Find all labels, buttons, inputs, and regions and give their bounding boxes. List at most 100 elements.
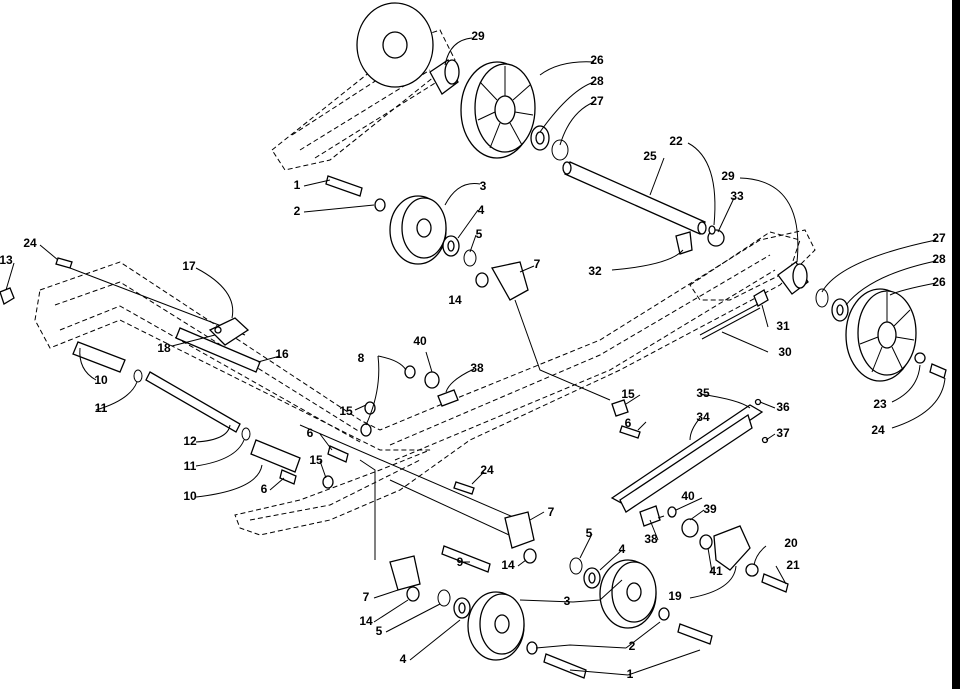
callout-38: 38: [644, 532, 658, 546]
axle-25: [562, 161, 707, 235]
main-slide-rail: [34, 229, 816, 536]
callout-4: 4: [478, 203, 485, 217]
arm-upper: [514, 299, 611, 401]
washer-11-bottom: [241, 427, 251, 441]
bolt-1-mid: [677, 623, 713, 645]
washer-11-top: [133, 369, 143, 383]
upper-left-idler-wheel: [356, 2, 434, 88]
callout-5: 5: [476, 227, 483, 241]
callout-30: 30: [778, 345, 792, 359]
callout-3: 3: [480, 179, 487, 193]
callout-23: 23: [873, 397, 887, 411]
leader-lines: [5, 37, 946, 676]
callout-1: 1: [294, 178, 301, 192]
bolt-6-mid: [327, 445, 349, 463]
snap-ring-27-top: [551, 139, 569, 161]
ring-5-mid: [569, 557, 583, 575]
callout-22: 22: [669, 134, 683, 148]
nut-14-mid: [523, 548, 537, 564]
nut-8-b: [404, 365, 416, 379]
nut-15-mid: [322, 475, 334, 489]
callout-6: 6: [625, 416, 632, 430]
bolt-30: [699, 303, 761, 340]
callout-18: 18: [157, 341, 171, 355]
callout-38: 38: [470, 361, 484, 375]
washer-23: [914, 352, 926, 364]
callout-34: 34: [696, 410, 710, 424]
callout-10: 10: [94, 373, 108, 387]
callout-2: 2: [629, 639, 636, 653]
nut-15-left: [364, 401, 376, 415]
ring-5-top: [463, 249, 477, 267]
callout-7: 7: [363, 590, 370, 604]
washer-20: [745, 563, 759, 577]
callout-labels: 1122334445556667778910101111121314141415…: [0, 29, 946, 681]
bolt-24-right: [929, 363, 947, 379]
callout-14: 14: [359, 614, 373, 628]
sleeve-10-top: [72, 341, 126, 373]
callout-39: 39: [703, 502, 717, 516]
callout-33: 33: [730, 189, 744, 203]
nut-15-right: [611, 399, 629, 417]
bracket-32: [675, 231, 693, 255]
wheel-3-top: [389, 195, 447, 265]
bolt-24-mid: [453, 481, 475, 495]
grease-fitting-18: [214, 326, 222, 334]
callout-15: 15: [339, 404, 353, 418]
washer-2-top: [374, 198, 386, 212]
bolt-31: [753, 289, 769, 307]
callout-11: 11: [95, 401, 108, 415]
callout-9: 9: [457, 555, 464, 569]
bolt-6-right: [619, 425, 641, 439]
washer-40-top: [424, 371, 440, 389]
callout-27: 27: [590, 94, 604, 108]
callout-5: 5: [586, 526, 593, 540]
callout-5: 5: [376, 624, 383, 638]
callout-28: 28: [932, 252, 946, 266]
spacer-29-right: [777, 261, 809, 295]
pivot-arm-17: [175, 317, 261, 373]
pad-38-top: [437, 389, 459, 407]
bracket-7-mid: [504, 511, 535, 549]
callout-7: 7: [534, 257, 541, 271]
bearing-28-right: [831, 298, 849, 322]
callout-11: 11: [184, 459, 197, 473]
washer-2-lower: [526, 641, 538, 655]
bolt-24-left: [55, 257, 73, 269]
callout-14: 14: [448, 293, 462, 307]
bracket-7-upper: [491, 261, 529, 301]
washer-40-bottom: [667, 506, 677, 518]
bolt-1-top: [325, 175, 363, 197]
nut-8-a: [360, 423, 372, 437]
bolt-21: [761, 573, 789, 593]
callout-13: 13: [0, 253, 13, 267]
pin-36: [754, 398, 762, 406]
callout-17: 17: [182, 259, 196, 273]
callout-10: 10: [183, 489, 197, 503]
callout-6: 6: [261, 482, 268, 496]
washer-22: [708, 225, 716, 235]
rod-line-a: [299, 424, 521, 521]
bearing-28-top: [530, 125, 550, 151]
pad-38-bottom: [639, 505, 661, 527]
callout-12: 12: [183, 434, 197, 448]
callout-40: 40: [413, 334, 427, 348]
wheel-3-lower: [467, 591, 525, 661]
bearing-4-lower: [453, 597, 471, 619]
callout-40: 40: [681, 489, 695, 503]
callout-19: 19: [668, 589, 682, 603]
wheel-3-mid: [599, 559, 657, 629]
axle-12: [145, 371, 241, 433]
callout-24: 24: [480, 463, 494, 477]
callout-1: 1: [627, 667, 634, 681]
callout-35: 35: [696, 386, 710, 400]
spacer-29-left: [429, 59, 460, 95]
snap-ring-27-right: [815, 288, 829, 308]
callout-26: 26: [590, 53, 604, 67]
callout-29: 29: [471, 29, 485, 43]
nut-13: [0, 287, 15, 305]
callout-31: 31: [776, 319, 790, 333]
bolt-6-left: [279, 469, 297, 485]
bracket-19: [713, 525, 751, 571]
callout-4: 4: [619, 542, 626, 556]
